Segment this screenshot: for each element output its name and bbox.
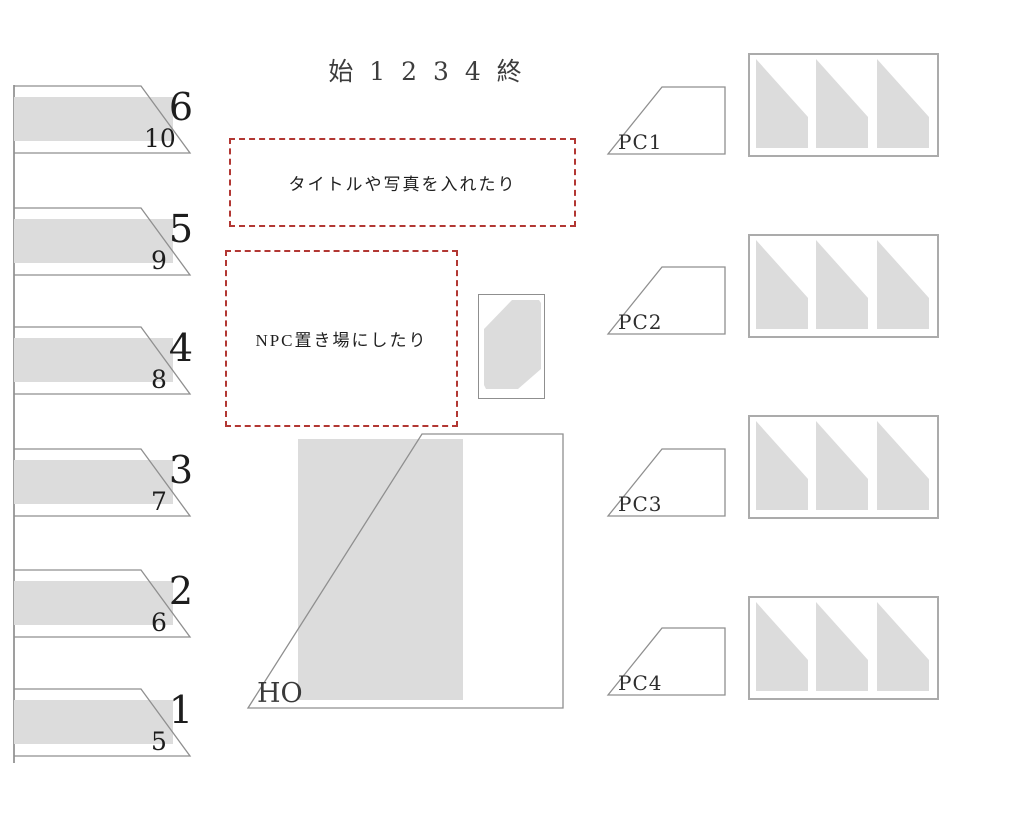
card-shape-icon <box>756 421 808 510</box>
left-slot-6: 6 10 <box>0 85 200 155</box>
slot-number-small: 8 <box>151 365 167 394</box>
left-rail-line <box>13 85 15 763</box>
slot-number-small: 10 <box>144 124 176 153</box>
pc-card-tray-4 <box>748 596 939 700</box>
scene-slot-shape <box>14 85 192 154</box>
slot-number-small: 6 <box>151 608 167 637</box>
pc-label: PC4 <box>618 671 663 695</box>
pc-tag-shape <box>606 448 726 517</box>
card-tray-shapes <box>756 602 929 691</box>
scene-slot-shape <box>14 207 192 276</box>
card-silhouette-icon <box>484 300 541 389</box>
pc-card-tray-3 <box>748 415 939 519</box>
slot-number-big: 4 <box>168 326 194 370</box>
npc-placeholder-box: NPC置き場にしたり <box>225 250 458 427</box>
slot-number-big: 3 <box>168 448 194 492</box>
title-placeholder-note: タイトルや写真を入れたり <box>288 175 517 194</box>
card-shape-icon <box>877 421 929 510</box>
left-slot-3: 3 7 <box>0 448 200 518</box>
card-shape-icon <box>816 421 868 510</box>
card-shape-icon <box>877 602 929 691</box>
card-shape-icon <box>756 59 808 148</box>
card-shape-icon <box>756 240 808 329</box>
slot-number-big: 1 <box>168 688 194 732</box>
pc-tag-shape <box>606 627 726 696</box>
scene-track-label: 始 1 2 3 4 終 <box>328 57 526 86</box>
pc-label: PC2 <box>618 310 663 334</box>
card-shape-icon <box>877 240 929 329</box>
slot-number-big: 6 <box>168 85 194 129</box>
card-shape-icon <box>816 602 868 691</box>
scene-slot-shape <box>14 448 192 517</box>
card-tray-shapes <box>756 421 929 510</box>
scene-slot-shape <box>14 326 192 395</box>
card-shape-icon <box>816 240 868 329</box>
title-placeholder-box: タイトルや写真を入れたり <box>229 138 576 227</box>
card-tray-shapes <box>756 59 929 148</box>
left-slot-2: 2 6 <box>0 569 200 639</box>
pc-label: PC1 <box>618 130 663 154</box>
left-slot-5: 5 9 <box>0 207 200 277</box>
scene-slot-shape <box>14 688 192 757</box>
card-shape-icon <box>877 59 929 148</box>
pc-tag-1: PC1 <box>604 86 729 156</box>
npc-placeholder-note: NPC置き場にしたり <box>255 331 428 350</box>
pc-card-tray-2 <box>748 234 939 338</box>
pc-tag-shape <box>606 266 726 335</box>
pc-tag-4: PC4 <box>604 627 729 697</box>
slot-number-small: 9 <box>151 246 167 275</box>
pc-tag-shape <box>606 86 726 155</box>
slot-number-small: 7 <box>151 487 167 516</box>
left-slot-4: 4 8 <box>0 326 200 396</box>
pc-tag-2: PC2 <box>604 266 729 336</box>
slot-number-small: 5 <box>151 727 167 756</box>
ho-label: HO <box>257 678 303 709</box>
npc-card-slot <box>478 294 545 399</box>
card-shape-icon <box>756 602 808 691</box>
pc-label: PC3 <box>618 492 663 516</box>
pc-card-tray-1 <box>748 53 939 157</box>
slot-number-big: 5 <box>168 207 194 251</box>
ho-fill-panel <box>298 439 463 700</box>
card-tray-shapes <box>756 240 929 329</box>
scene-slot-shape <box>14 569 192 638</box>
ho-area <box>246 433 564 709</box>
card-shape-icon <box>816 59 868 148</box>
pc-tag-3: PC3 <box>604 448 729 518</box>
ho-outline <box>246 433 564 709</box>
slot-number-big: 2 <box>168 569 194 613</box>
left-slot-1: 1 5 <box>0 688 200 758</box>
